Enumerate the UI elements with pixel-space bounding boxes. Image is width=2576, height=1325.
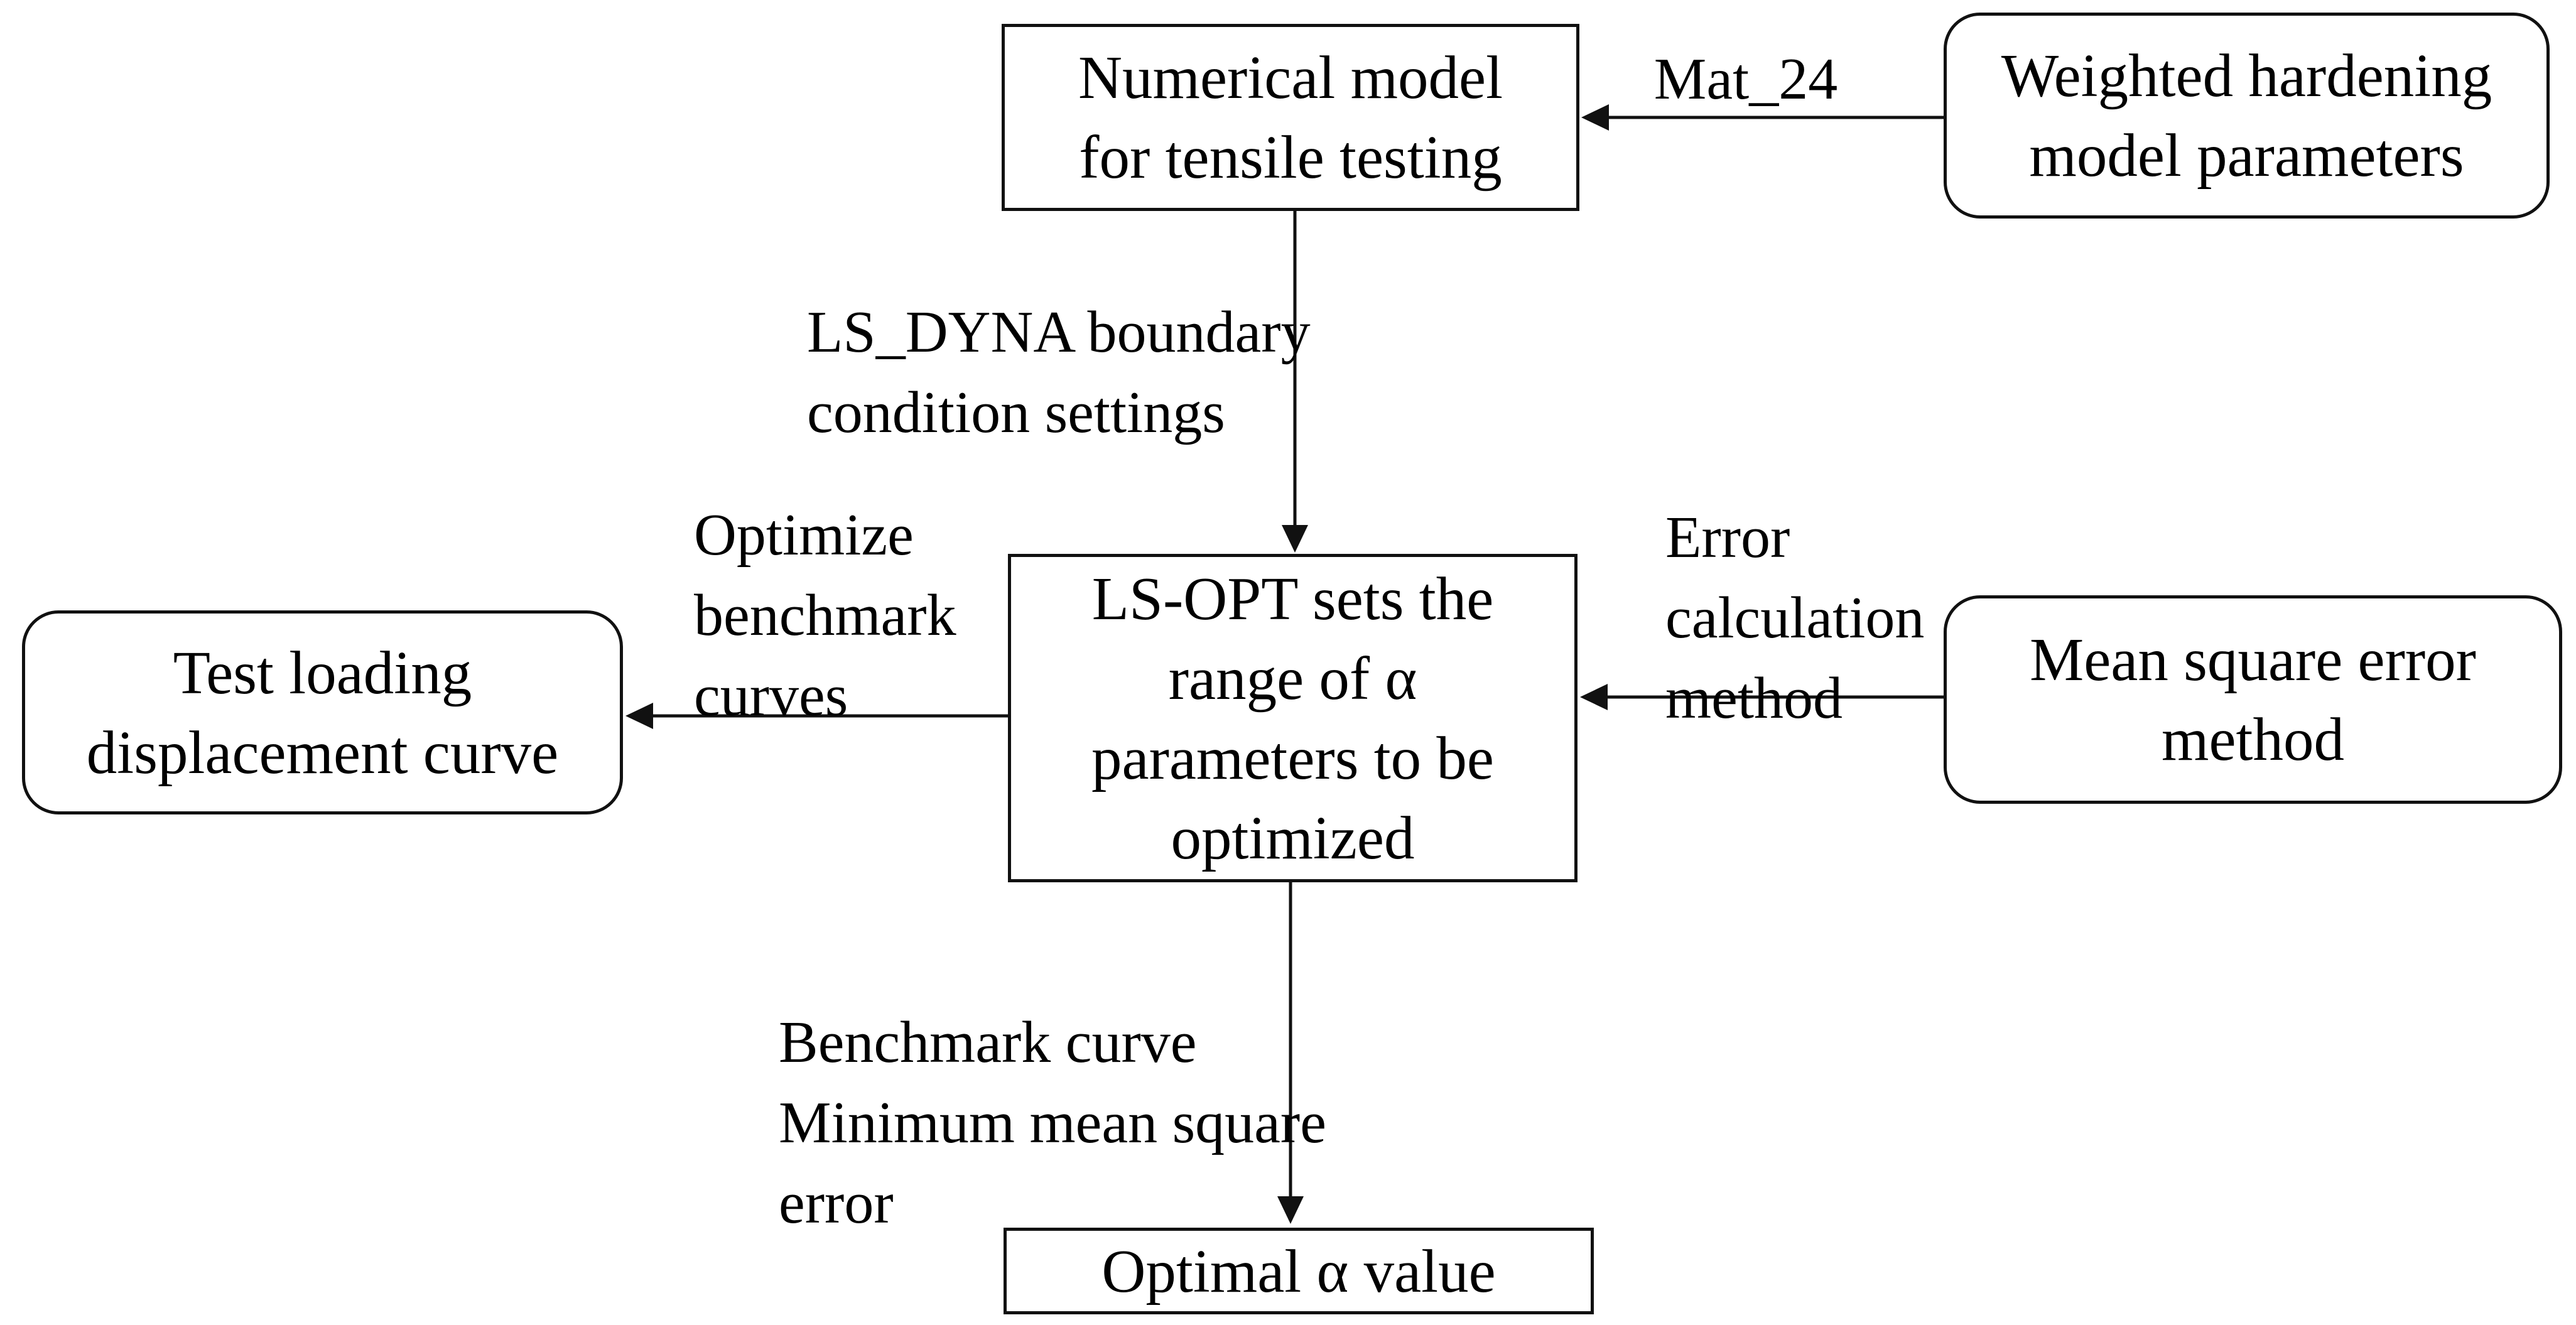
node-mean-square-label: Mean square error method (2030, 626, 2476, 773)
node-weighted-hardening-label: Weighted hardening model parameters (2001, 42, 2492, 189)
edge-label-error-calculation: Error calculation method (1665, 505, 1925, 731)
edge-label-mat24: Mat_24 (1653, 46, 1838, 112)
edge-label-lsdyna-boundary: LS_DYNA boundary condition settings (807, 300, 1311, 445)
node-ls-opt-label: LS-OPT sets the range of α parameters to… (1091, 565, 1494, 872)
arrow-benchmark (1277, 882, 1304, 1224)
arrow-optimize (625, 703, 1008, 729)
arrow-lsdyna (1282, 211, 1308, 553)
edge-label-benchmark-curve: Benchmark curve Minimum mean square erro… (779, 1010, 1326, 1236)
node-weighted-hardening: Weighted hardening model parameters (1944, 13, 2550, 219)
node-test-loading-label: Test loading displacement curve (86, 639, 559, 786)
node-test-loading: Test loading displacement curve (22, 610, 623, 814)
node-ls-opt: LS-OPT sets the range of α parameters to… (1008, 554, 1578, 882)
arrow-error (1580, 684, 1944, 710)
arrow-mat24 (1581, 104, 1944, 131)
node-numerical-model-label: Numerical model for tensile testing (1078, 44, 1503, 191)
node-numerical-model: Numerical model for tensile testing (1002, 24, 1579, 211)
node-optimal-alpha: Optimal α value (1004, 1228, 1594, 1314)
node-optimal-alpha-label: Optimal α value (1101, 1237, 1496, 1305)
edge-label-optimize-benchmark: Optimize benchmark curves (694, 502, 956, 728)
node-mean-square: Mean square error method (1944, 595, 2562, 804)
